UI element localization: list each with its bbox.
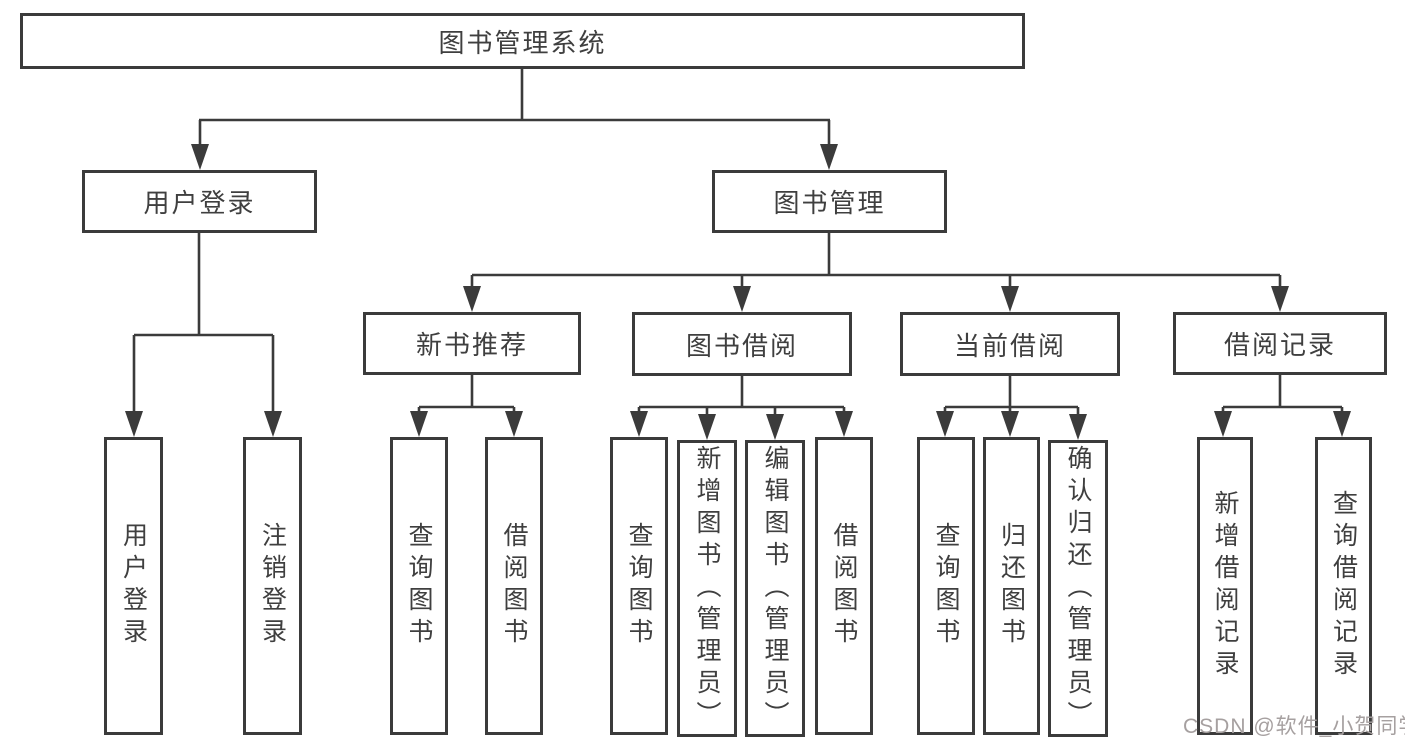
leaf-add-books-admin: 新增图书（管理员） (677, 440, 737, 737)
leaf-user-login: 用户登录 (104, 437, 163, 735)
leaf-borrowing-borrow-books: 借阅图书 (815, 437, 873, 735)
leaf-add-borrow-record: 新增借阅记录 (1197, 437, 1253, 735)
node-borrowing-records: 借阅记录 (1173, 312, 1387, 375)
leaf-borrowing-query-books: 查询图书 (610, 437, 668, 735)
node-root: 图书管理系统 (20, 13, 1025, 69)
csdn-watermark: CSDN @软件_小贺同学 (1183, 715, 1405, 738)
leaf-logout: 注销登录 (243, 437, 302, 735)
node-book-management: 图书管理 (712, 170, 947, 233)
node-new-book-recommend: 新书推荐 (363, 312, 581, 375)
leaf-query-borrow-record: 查询借阅记录 (1315, 437, 1372, 735)
leaf-return-books: 归还图书 (983, 437, 1040, 735)
leaf-edit-books-admin: 编辑图书（管理员） (745, 440, 805, 737)
leaf-current-query-books: 查询图书 (917, 437, 975, 735)
leaf-recommend-query-books: 查询图书 (390, 437, 448, 735)
node-user-login: 用户登录 (82, 170, 317, 233)
leaf-recommend-borrow-books: 借阅图书 (485, 437, 543, 735)
node-book-borrowing: 图书借阅 (632, 312, 852, 376)
node-current-borrowing: 当前借阅 (900, 312, 1120, 376)
leaf-confirm-return-admin: 确认归还（管理员） (1048, 440, 1108, 737)
